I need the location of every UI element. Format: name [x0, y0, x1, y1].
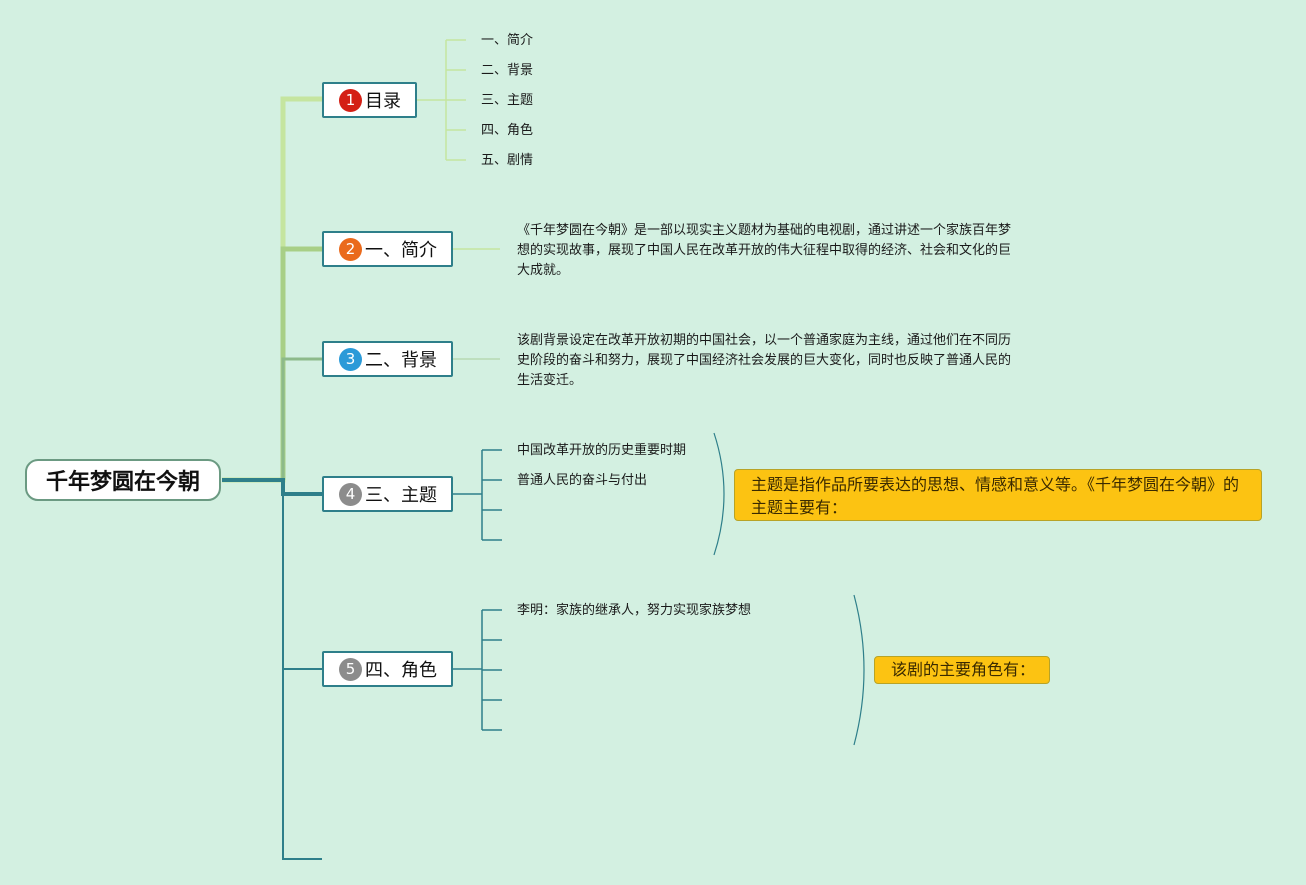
background-text[interactable]: 该剧背景设定在改革开放初期的中国社会，以一个普通家庭为主线，通过他们在不同历史阶…	[517, 333, 1012, 388]
role-item-liming[interactable]: 李明：家族的继承人，努力实现家族梦想	[517, 603, 752, 618]
branch-catalog[interactable]: 1 目录	[322, 82, 417, 118]
priority-5-icon: 5	[339, 657, 362, 681]
branch-intro[interactable]: 2 一、简介	[322, 231, 453, 267]
branch-background-label: 二、背景	[365, 350, 437, 371]
intro-text[interactable]: 《千年梦圆在今朝》是一部以现实主义题材为基础的电视剧，通过讲述一个家族百年梦想的…	[517, 223, 1012, 278]
roles-bracket	[452, 610, 483, 730]
priority-4-icon: 4	[339, 482, 362, 506]
trunk-line-background	[281, 357, 322, 480]
theme-bracket	[452, 450, 483, 540]
branch-background[interactable]: 3 二、背景	[322, 341, 453, 377]
catalog-item-roles[interactable]: 四、角色	[481, 123, 534, 138]
theme-summary-note[interactable]: 主题是指作品所要表达的思想、情感和意义等。《千年梦圆在今朝》的主题主要有：	[734, 469, 1262, 521]
branch-roles-label: 四、角色	[365, 660, 437, 681]
root-title: 千年梦圆在今朝	[45, 470, 200, 495]
theme-summary-text: 主题是指作品所要表达的思想、情感和意义等。《千年梦圆在今朝》的主题主要有：	[751, 475, 1240, 517]
catalog-bracket	[416, 40, 447, 160]
theme-summary-brace	[713, 432, 725, 556]
branch-theme-label: 三、主题	[365, 485, 437, 506]
roles-summary-text: 该剧的主要角色有：	[891, 660, 1036, 679]
catalog-item-theme[interactable]: 三、主题	[481, 93, 534, 108]
catalog-item-background[interactable]: 二、背景	[481, 63, 534, 78]
trunk-line-roles	[282, 480, 322, 670]
root-topic[interactable]: 千年梦圆在今朝	[25, 459, 221, 501]
trunk-line-tail	[282, 480, 322, 860]
theme-item-reform-period[interactable]: 中国改革开放的历史重要时期	[517, 443, 687, 458]
branch-theme[interactable]: 4 三、主题	[322, 476, 453, 512]
branch-catalog-label: 目录	[365, 91, 401, 112]
trunk-line-intro	[280, 246, 322, 480]
branch-roles[interactable]: 5 四、角色	[322, 651, 453, 687]
roles-summary-note[interactable]: 该剧的主要角色有：	[874, 656, 1050, 684]
trunk-line-catalog	[222, 96, 322, 483]
roles-summary-brace	[853, 594, 865, 746]
priority-2-icon: 2	[339, 237, 362, 261]
priority-1-icon: 1	[339, 88, 362, 112]
catalog-item-plot[interactable]: 五、剧情	[481, 153, 534, 168]
priority-3-icon: 3	[339, 347, 362, 371]
catalog-item-intro[interactable]: 一、简介	[481, 33, 534, 48]
branch-intro-label: 一、简介	[365, 240, 437, 261]
theme-item-people-effort[interactable]: 普通人民的奋斗与付出	[517, 473, 648, 488]
